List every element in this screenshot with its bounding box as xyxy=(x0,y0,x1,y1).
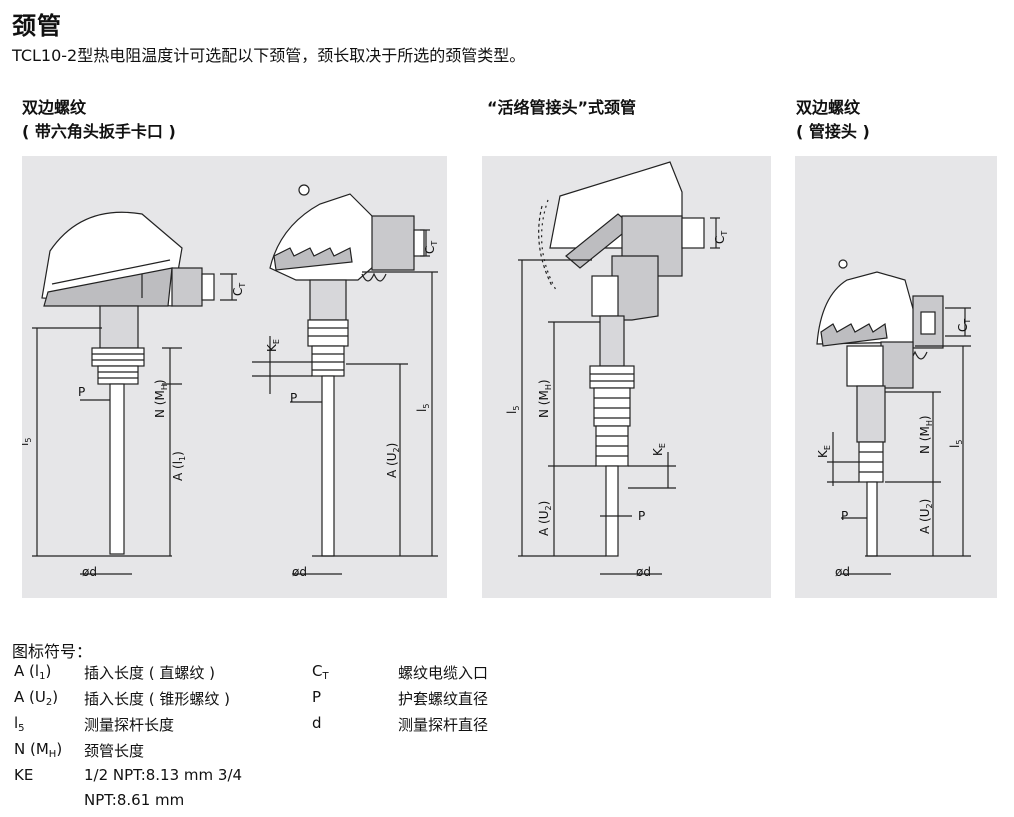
legend-sym-d: d xyxy=(312,714,322,732)
label-i5-left: l5 xyxy=(22,438,33,446)
section-3-title: 双边螺纹 xyxy=(796,98,861,117)
label-p-right: P xyxy=(290,391,297,405)
neck-tube-right xyxy=(309,279,347,321)
legend-sym-ke: KE xyxy=(14,766,34,784)
label-ct-left: CT xyxy=(231,283,247,296)
label-a-u2-union: A (U2) xyxy=(537,501,553,536)
neck-tube-union xyxy=(599,315,625,367)
section-2-heading: “活络管接头”式颈管 xyxy=(487,96,636,120)
legend-title: 图标符号： xyxy=(12,642,93,661)
legend-sym-ct: CT xyxy=(312,662,329,682)
legend-desc-d: 测量探杆直径 xyxy=(398,716,489,734)
connection-head-pipe xyxy=(816,271,916,345)
probe-union xyxy=(605,465,619,557)
section-1-title: 双边螺纹 xyxy=(22,98,87,117)
label-ke-right: KE xyxy=(265,339,281,352)
label-ct-right: CT xyxy=(423,241,439,254)
legend-sym-p: P xyxy=(312,688,322,706)
legend-desc-a-l1: 插入长度 ( 直螺纹 ) xyxy=(84,664,216,682)
neck-tube-pipe xyxy=(856,385,886,443)
probe-pipe xyxy=(866,481,878,557)
label-n-mh-pipe: N (MH) xyxy=(918,415,934,454)
label-i5-right: l5 xyxy=(415,404,431,412)
label-a-u2-panel1: A (U2) xyxy=(385,443,401,478)
neck-tube-left xyxy=(99,305,139,349)
label-d-right: ød xyxy=(292,565,307,579)
legend-desc-ke-line2: NPT:8.61 mm xyxy=(84,791,185,809)
label-d-left: ød xyxy=(82,565,97,579)
figure-union-nipple-drawing: l5 N (MH) A (U2) KE P ød CT xyxy=(505,161,729,579)
label-ke-union: KE xyxy=(651,443,667,456)
legend-desc-ct: 螺纹电缆入口 xyxy=(398,664,489,682)
figure-panel-pipe-union: KE N (MH) A (U2) l5 P ød CT xyxy=(795,156,997,598)
figure-panel-hex-nipple: l5 N (MH) A (l1) P ød CT KE P l5 A (U2) … xyxy=(22,156,447,598)
label-d-union: ød xyxy=(636,565,651,579)
label-i5-union: l5 xyxy=(505,406,521,414)
label-i5-pipe: l5 xyxy=(948,440,964,448)
section-3-heading: 双边螺纹 ( 管接头 ) xyxy=(796,96,870,144)
section-2-title: “活络管接头”式颈管 xyxy=(487,98,637,117)
label-d-pipe: ød xyxy=(835,565,850,579)
figure-pipe-union-drawing: KE N (MH) A (U2) l5 P ød CT xyxy=(816,259,972,579)
label-p-union: P xyxy=(638,509,645,523)
probe-right xyxy=(321,375,335,557)
label-ct-union: CT xyxy=(713,231,729,244)
section-1-heading: 双边螺纹 ( 带六角头扳手卡口 ) xyxy=(22,96,176,144)
union-nut xyxy=(589,365,635,389)
label-a-u2-pipe: A (U2) xyxy=(918,499,934,534)
label-a-l1: A (l1) xyxy=(171,451,187,481)
label-ke-pipe: KE xyxy=(816,445,832,458)
section-3-subtitle: ( 管接头 ) xyxy=(796,122,870,141)
page-subtitle: TCL10-2型热电阻温度计可选配以下颈管，颈长取决于所选的颈管类型。 xyxy=(12,46,526,65)
label-p-pipe: P xyxy=(841,509,848,523)
hex-nipple-left xyxy=(91,347,145,367)
legend-sym-n-mh: N (MH) xyxy=(14,740,63,760)
hex-nipple-right xyxy=(307,319,349,347)
legend-desc-i5: 测量探杆长度 xyxy=(84,716,175,734)
legend-desc-p: 护套螺纹直径 xyxy=(398,690,489,708)
probe-left xyxy=(109,383,125,555)
legend-desc-a-u2: 插入长度 ( 锥形螺纹 ) xyxy=(84,690,231,708)
label-p-left: P xyxy=(78,385,85,399)
legend-sym-i5: l5 xyxy=(14,714,25,734)
legend-sym-a-l1: A (l1) xyxy=(14,662,52,682)
figure-hex-nipple-drawing: l5 N (MH) A (l1) P ød CT KE P l5 A (U2) … xyxy=(22,184,439,579)
figure-panel-union-nipple: l5 N (MH) A (U2) KE P ød CT xyxy=(482,156,771,598)
legend-sym-a-u2: A (U2) xyxy=(14,688,59,708)
section-1-subtitle: ( 带六角头扳手卡口 ) xyxy=(22,122,176,141)
label-n-mh-left: N (MH) xyxy=(153,379,169,418)
legend-desc-n-mh: 颈管长度 xyxy=(84,742,145,760)
legend-desc-ke: 1/2 NPT:8.13 mm 3/4 xyxy=(84,766,243,784)
page-title: 颈管 xyxy=(12,12,62,40)
label-n-mh-union: N (MH) xyxy=(537,379,553,418)
label-ct-pipe: CT xyxy=(956,319,972,332)
